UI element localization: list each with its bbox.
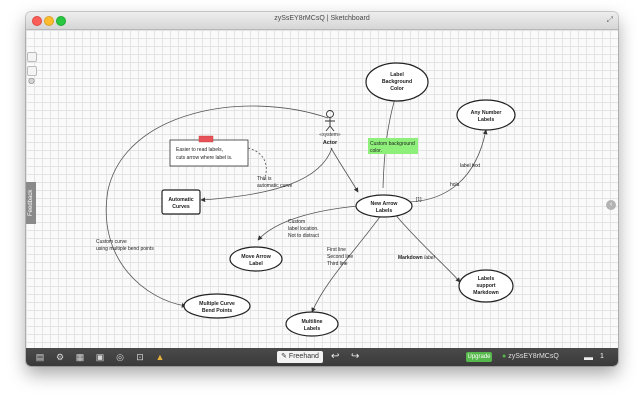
edge-label-hola: hola: [450, 182, 460, 188]
minimize-window-button[interactable]: [44, 16, 54, 26]
node-labels-support-markdown-line-1: Labels: [478, 276, 495, 282]
gear-icon[interactable]: ⚙: [55, 352, 65, 362]
close-window-button[interactable]: [32, 16, 42, 26]
edge-label-custom-location-1: Custom: [288, 219, 305, 225]
node-multiline-labels: [285, 311, 339, 337]
note-line-2: cuts arrow where label is.: [176, 155, 232, 161]
diagram-svg: «system» Actor Easier to read labels, cu…: [96, 62, 516, 337]
edge-new-to-markdown: [393, 212, 461, 283]
node-labels-support-markdown-line-3: Markdown: [473, 290, 499, 296]
node-any-number-labels-line-2: Labels: [478, 117, 495, 123]
edge-label-markdown: Markdown label: [398, 255, 436, 261]
node-label-background-color-line-1: Label: [390, 72, 404, 78]
node-label-background-color-line-2: Background: [382, 79, 412, 85]
node-multiple-curve-line-1: Multiple Curve: [199, 301, 235, 307]
node-multiline-labels-line-2: Labels: [304, 326, 321, 332]
edge-label-custom-location-2: label location.: [288, 226, 319, 232]
custom-background-highlight: [368, 138, 418, 154]
node-any-number-labels-line-1: Any Number: [471, 110, 502, 116]
node-multiline-labels-line-1: Multiline: [301, 319, 322, 325]
node-label-background-color-line-3: Color: [390, 86, 404, 92]
window-title: zySsEY8rMCsQ | Sketchboard: [274, 15, 370, 22]
node-move-arrow-label-line-1: Move Arrow: [241, 254, 271, 260]
chat-icon[interactable]: ▬: [584, 352, 593, 362]
grid-icon[interactable]: ▦: [75, 352, 85, 362]
edge-label-custom-curve-1: Custom curve: [96, 239, 127, 245]
node-new-arrow-labels: [355, 194, 413, 218]
node-move-arrow-label: [229, 246, 283, 272]
edge-label-this-is-2: automatic curve: [257, 183, 293, 189]
undo-icon[interactable]: ↩: [331, 351, 340, 362]
select-tool-icon[interactable]: [27, 52, 37, 62]
node-label-background-color: [365, 62, 429, 102]
node-new-arrow-labels-line-2: Labels: [376, 208, 393, 214]
node-multiple-curve-bend-points: [183, 293, 251, 319]
drive-icon[interactable]: ▲: [155, 352, 165, 362]
redo-icon[interactable]: ↪: [351, 351, 360, 362]
edge-label-label-text: label text: [460, 163, 481, 169]
edge-label-markdown-italic: label: [424, 255, 435, 261]
export-icon[interactable]: ⊡: [136, 352, 144, 362]
edge-new-to-multiline: [311, 213, 383, 313]
save-icon[interactable]: ▣: [95, 352, 105, 362]
node-automatic-curves-line-2: Curves: [172, 204, 190, 210]
pencil-icon: ✎: [281, 353, 287, 360]
edge-label-multiline-2: Second line: [327, 254, 353, 260]
document-name[interactable]: ●zySsEY8rMCsQ: [502, 352, 559, 362]
node-new-arrow-labels-line-1: New Arrow: [371, 201, 399, 207]
edge-note-dashed: [247, 147, 267, 181]
actor-figure: [325, 110, 335, 132]
collapse-panel-icon[interactable]: ‹: [606, 200, 616, 210]
fullscreen-icon[interactable]: ⤢: [606, 15, 613, 24]
share-icon[interactable]: ◎: [116, 352, 124, 362]
app-window: zySsEY8rMCsQ | Sketchboard ⤢ ◍ Feedback …: [26, 12, 618, 366]
side-tool-stack: [27, 52, 37, 80]
actor-stereotype: «system»: [319, 132, 341, 138]
title-bar: zySsEY8rMCsQ | Sketchboard ⤢: [26, 12, 618, 30]
edge-label-markdown-bold: Markdown: [398, 255, 423, 261]
edge-label-ref-1: [1]: [416, 197, 422, 203]
zoom-window-button[interactable]: [56, 16, 66, 26]
diagram-canvas[interactable]: ◍ Feedback ‹: [26, 30, 618, 348]
lock-icon: ●: [502, 353, 507, 360]
edge-actor-to-multicurve: [105, 105, 329, 308]
node-automatic-curves: [161, 189, 201, 215]
node-labels-support-markdown: [458, 269, 514, 303]
edge-label-this-is-1: This is: [257, 176, 272, 182]
edge-label-multiline-3: Third line: [327, 261, 348, 267]
edge-new-to-anynumber: [409, 129, 488, 203]
note-box: Easier to read labels, cuts arrow where …: [169, 135, 249, 167]
globe-icon[interactable]: ◍: [28, 76, 35, 85]
shape-tool-icon[interactable]: [27, 66, 37, 76]
freehand-button[interactable]: ✎ Freehand: [277, 351, 323, 363]
actor-label: Actor: [323, 140, 338, 146]
chat-count-badge: 1: [600, 353, 604, 360]
node-multiple-curve-line-2: Bend Points: [202, 308, 232, 314]
edge-label-custom-curve-2: using multiple bend points: [96, 246, 154, 252]
note-line-1: Easier to read labels,: [176, 147, 223, 153]
node-move-arrow-label-line-2: Label: [249, 261, 263, 267]
upgrade-button[interactable]: Upgrade: [466, 352, 492, 362]
edge-label-custom-location-3: Not to distract: [288, 233, 319, 239]
node-automatic-curves-line-1: Automatic: [168, 197, 193, 203]
bottom-toolbar: ▤ ⚙ ▦ ▣ ◎ ⊡ ▲ ✎ Freehand ↩ ↪ Upgrade ●zy…: [26, 348, 618, 366]
edge-new-to-move: [257, 205, 359, 241]
node-any-number-labels: [456, 99, 516, 131]
document-icon[interactable]: ▤: [35, 352, 45, 362]
freehand-label: Freehand: [288, 353, 319, 360]
node-labels-support-markdown-line-2: support: [476, 283, 496, 289]
edge-actor-to-automatic: [200, 147, 333, 203]
custom-background-line-2: color.: [370, 148, 382, 154]
edge-actor-to-new: [330, 147, 359, 193]
document-name-label: zySsEY8rMCsQ: [508, 353, 559, 360]
edge-label-multiline-1: First line: [327, 247, 346, 253]
custom-background-line-1: Custom background: [370, 141, 415, 147]
